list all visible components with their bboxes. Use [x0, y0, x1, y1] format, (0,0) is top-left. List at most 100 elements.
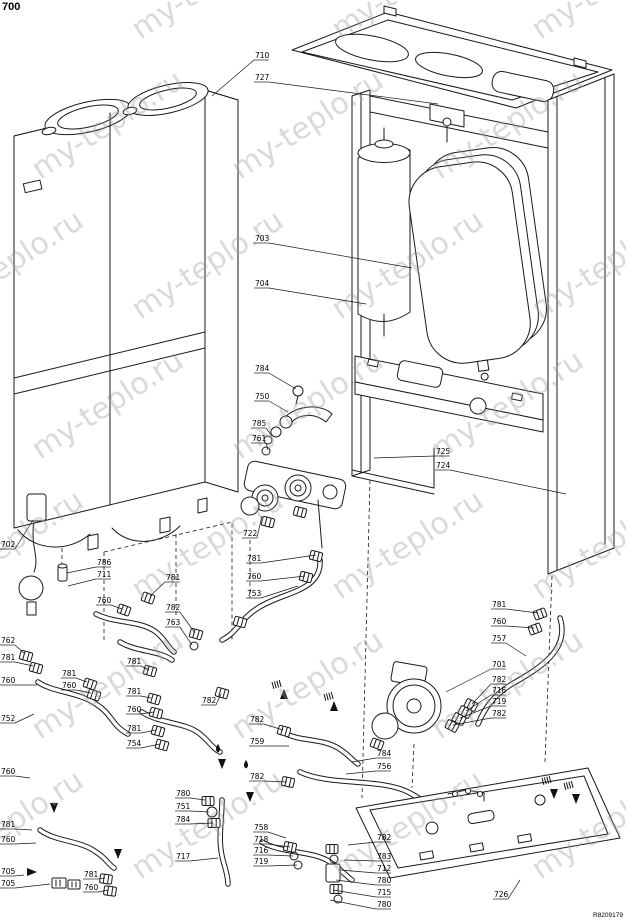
part-label-719: 719	[459, 697, 507, 719]
part-number: 784	[377, 749, 392, 758]
part-label-759: 759	[249, 737, 289, 747]
part-label-780: 780	[335, 876, 392, 886]
part-number: 758	[254, 823, 269, 832]
part-label-758: 758	[253, 823, 287, 839]
labels-layer: 7107277037047847507857617227257247027867…	[0, 51, 567, 910]
part-number: 710	[255, 51, 270, 60]
part-label-785: 785	[251, 419, 273, 437]
part-number: 760	[1, 835, 16, 844]
part-label-781: 781	[83, 870, 106, 880]
part-label-705: 705	[0, 867, 25, 877]
part-label-705: 705	[0, 879, 51, 889]
part-label-716: 716	[253, 846, 294, 857]
part-number: 786	[97, 558, 112, 567]
part-number: 757	[492, 634, 507, 643]
part-label-753: 753	[246, 585, 299, 599]
part-number: 783	[377, 852, 392, 861]
watermark-text: my-teplo.ru	[325, 483, 490, 607]
part-label-784: 784	[175, 815, 214, 825]
part-label-761: 761	[251, 434, 269, 451]
part-label-715: 715	[332, 888, 392, 898]
part-label-712: 712	[339, 864, 392, 874]
part-label-716: 716	[465, 686, 507, 712]
pipe-753	[220, 558, 322, 642]
part-label-781: 781	[126, 657, 150, 671]
part-number: 780	[377, 876, 392, 885]
control-box-cable	[18, 493, 47, 616]
part-number: 715	[377, 888, 392, 897]
part-label-781: 781	[491, 600, 539, 614]
part-label-710: 710	[211, 51, 270, 97]
part-number: 701	[492, 660, 507, 669]
part-label-751: 751	[175, 802, 210, 813]
part-label-781: 781	[0, 653, 34, 667]
pipe-717	[218, 798, 230, 886]
part-number: 782	[492, 709, 507, 718]
part-number: 760	[247, 572, 262, 581]
part-number: 761	[252, 434, 267, 443]
part-number: 750	[255, 392, 270, 401]
part-number: 762	[1, 636, 16, 645]
expansion-vessel	[408, 147, 547, 381]
part-number: 727	[255, 73, 270, 82]
part-number: 782	[250, 715, 265, 724]
storage-cylinder	[357, 127, 411, 337]
part-label-780: 780	[175, 789, 206, 801]
part-number: 781	[166, 573, 181, 582]
part-label-760: 760	[246, 572, 306, 582]
part-label-719: 719	[253, 857, 298, 867]
part-label-703: 703	[254, 234, 413, 269]
watermark-text: my-teplo.ru	[125, 483, 290, 607]
part-label-781: 781	[126, 724, 157, 734]
pipe-763	[94, 612, 176, 654]
part-number: 722	[243, 529, 258, 538]
part-label-780: 780	[329, 899, 392, 910]
part-number: 782	[202, 696, 217, 705]
part-label-782: 782	[471, 675, 507, 705]
part-number: 717	[176, 852, 191, 861]
part-number: 763	[166, 618, 181, 627]
hydraulic-manifold	[240, 460, 347, 549]
reference-code: R8209179	[593, 912, 623, 919]
part-label-702: 702	[0, 519, 34, 550]
part-number: 705	[1, 867, 16, 876]
part-label-760: 760	[0, 767, 31, 779]
watermark-text: my-teplo.ru	[125, 0, 290, 47]
part-label-760: 760	[83, 883, 110, 893]
part-number: 712	[377, 864, 392, 873]
watermark-text: my-teplo.ru	[425, 623, 590, 747]
part-number: 702	[1, 540, 16, 549]
sensor	[57, 563, 68, 582]
part-number: 716	[254, 846, 269, 855]
part-number: 784	[255, 364, 270, 373]
part-label-760: 760	[126, 705, 155, 715]
part-label-760: 760	[491, 617, 535, 629]
part-number: 781	[127, 687, 142, 696]
part-number: 782	[377, 833, 392, 842]
pipe-bottom-left	[38, 828, 116, 870]
part-number: 782	[250, 772, 265, 781]
part-number: 705	[1, 879, 16, 888]
part-label-756: 756	[345, 762, 392, 775]
part-label-781: 781	[149, 573, 181, 597]
part-label-760: 760	[96, 596, 123, 610]
part-label-725: 725	[373, 447, 451, 459]
part-number: 760	[1, 767, 16, 776]
pipe-762	[118, 640, 174, 662]
boiler-casing	[13, 82, 239, 616]
part-label-711: 711	[67, 570, 112, 587]
part-label-783: 783	[343, 852, 392, 862]
part-label-722: 722	[242, 515, 263, 539]
brand-badge	[22, 179, 43, 194]
part-label-763: 763	[165, 618, 193, 646]
part-label-782: 782	[452, 709, 507, 726]
part-label-782: 782	[201, 693, 222, 706]
part-label-750: 750	[254, 392, 289, 413]
part-number: 725	[436, 447, 451, 456]
part-number: 756	[377, 762, 392, 771]
part-label-762: 762	[0, 636, 26, 655]
part-number: 752	[1, 714, 16, 723]
part-number: 703	[255, 234, 270, 243]
part-number: 780	[176, 789, 191, 798]
part-number: 726	[494, 890, 509, 899]
